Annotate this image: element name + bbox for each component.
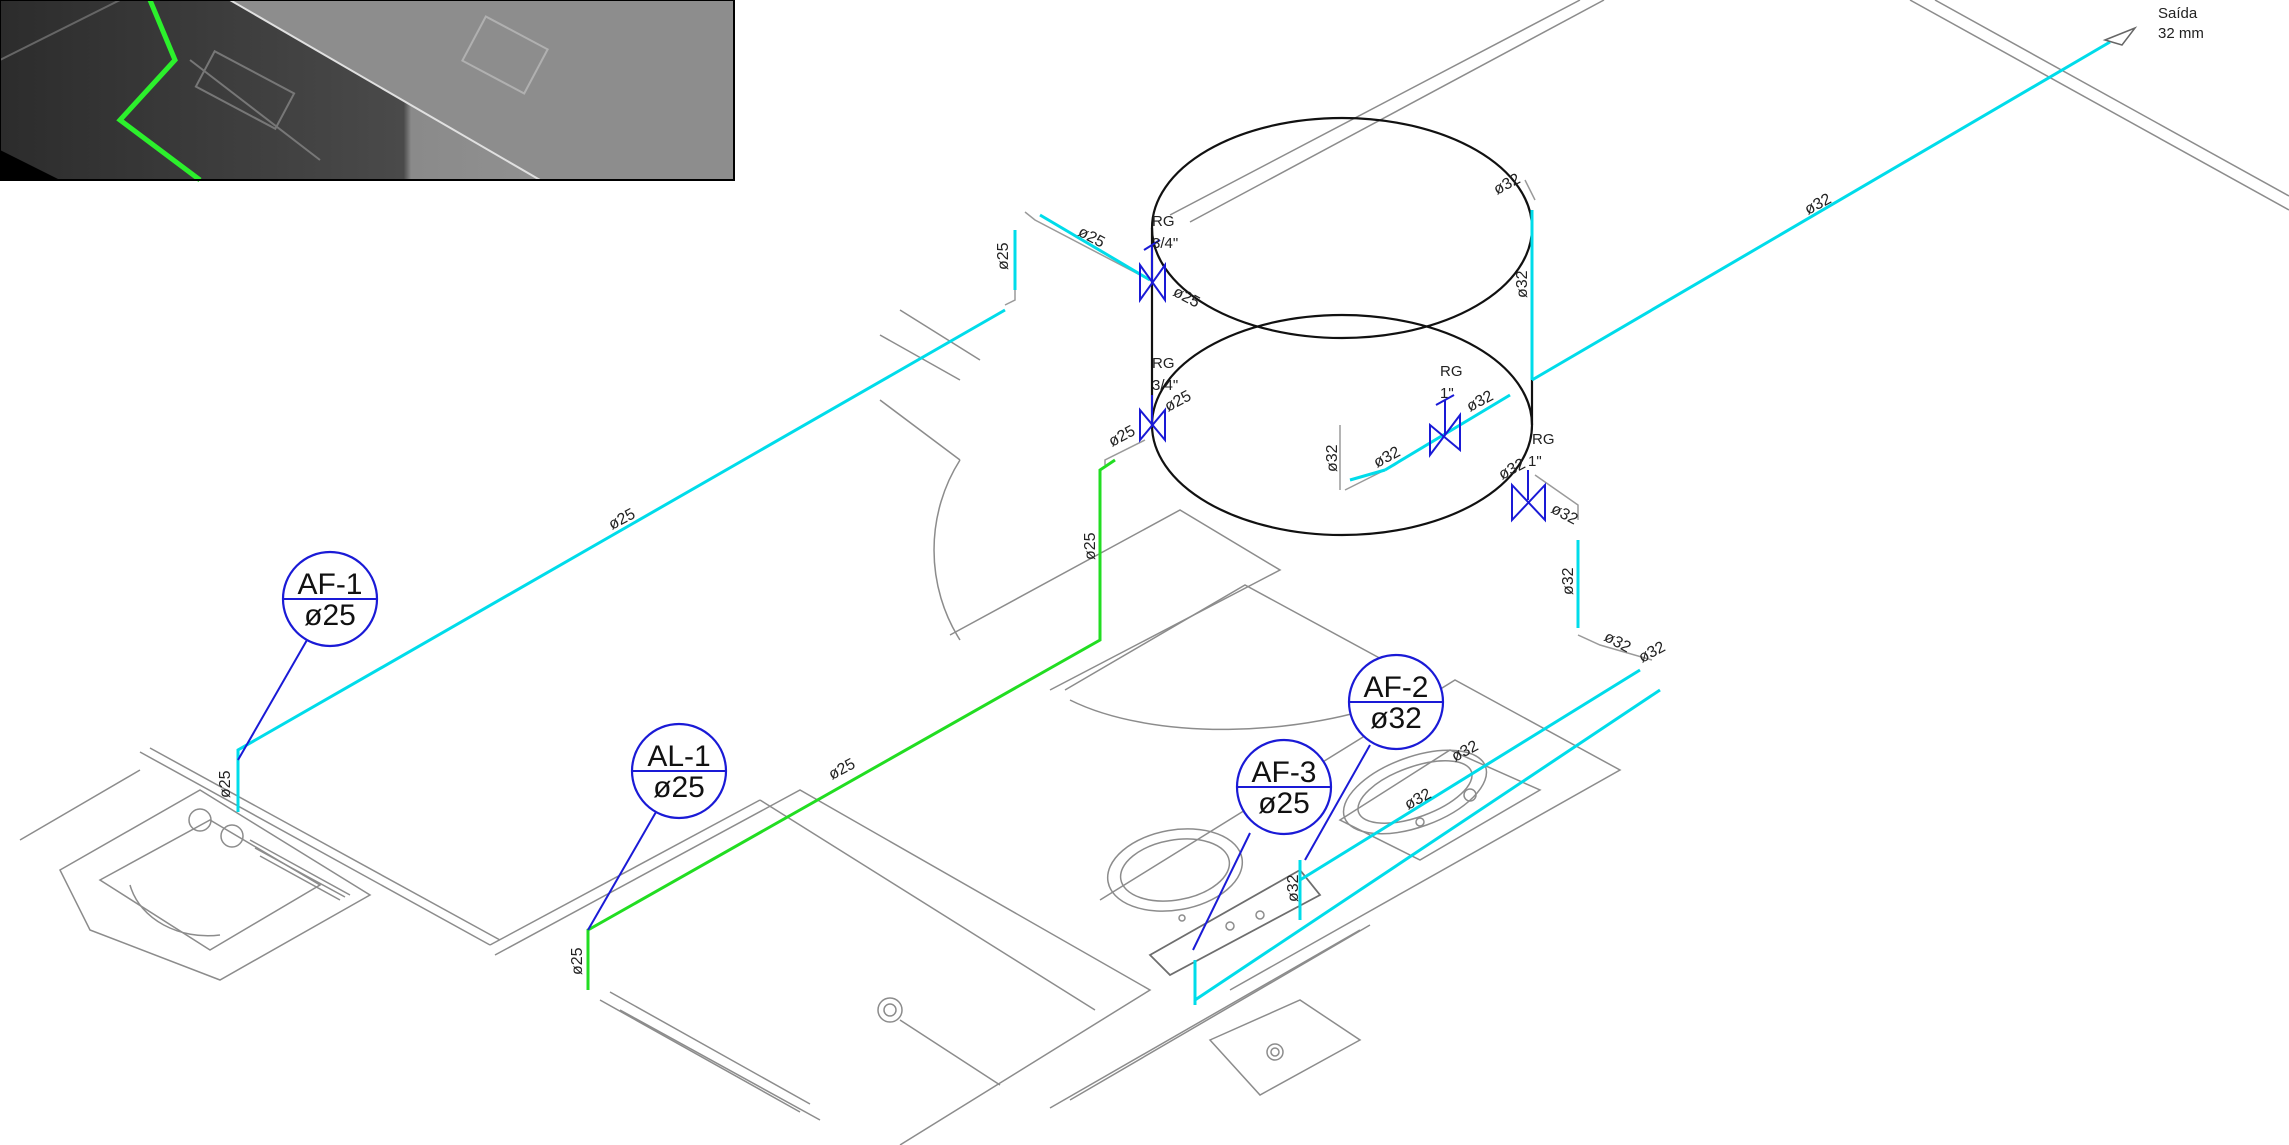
tag-af-3: AF-3 ø25 — [1235, 738, 1333, 836]
pipe-label: ø25 — [1082, 532, 1099, 560]
pipe-label: ø32 — [1636, 639, 1668, 667]
tag-af-3-id: AF-3 — [1251, 756, 1316, 789]
valve-3: RG 1" — [1429, 363, 1463, 458]
pipe-label: ø25 — [217, 770, 234, 798]
pipe-label: ø32 — [1548, 501, 1580, 529]
outlet-title: Saída — [2158, 5, 2198, 22]
pipe-label: ø25 — [995, 242, 1012, 270]
inset-3d-preview — [0, 0, 735, 182]
tag-al-1: AL-1 ø25 — [630, 722, 728, 820]
outlet-size: 32 mm — [2158, 25, 2204, 42]
valve-1-size: 3/4" — [1152, 235, 1178, 252]
pipe-label: ø32 — [1560, 567, 1577, 595]
valve-1-type: RG — [1152, 213, 1175, 230]
green-pipe — [586, 458, 1116, 990]
valve-1: RG 3/4" — [1139, 213, 1178, 304]
pipe-label: ø32 — [1402, 786, 1434, 814]
pipe-label: ø25 — [1170, 284, 1202, 312]
water-tank — [1150, 116, 1534, 537]
pipe-label: ø32 — [1491, 171, 1523, 199]
tag-af-2: AF-2 ø32 — [1347, 653, 1445, 751]
pipe-stubs — [1004, 179, 1653, 661]
pipe-diameter-labels: ø25 ø25 ø25 ø25 ø25 ø25 ø25 ø25 ø25 ø25 … — [217, 171, 1834, 975]
pipe-label: ø25 — [569, 947, 586, 975]
tag-af-3-dia: ø25 — [1258, 787, 1310, 820]
valve-3-size: 1" — [1440, 385, 1454, 402]
valve-4-type: RG — [1532, 431, 1555, 448]
pipe-label: ø32 — [1601, 629, 1633, 657]
outlet-arrow: Saída 32 mm — [2102, 5, 2204, 46]
valve-4-size: 1" — [1528, 453, 1542, 470]
tag-af-2-id: AF-2 — [1363, 671, 1428, 704]
valve-2-type: RG — [1152, 355, 1175, 372]
valve-4: RG 1" — [1511, 431, 1555, 523]
valve-3-type: RG — [1440, 363, 1463, 380]
pipe-label: ø32 — [1285, 874, 1302, 902]
tag-af-1-dia: ø25 — [304, 599, 356, 632]
tag-al-1-id: AL-1 — [647, 740, 710, 773]
tag-af-1: AF-1 ø25 — [281, 550, 379, 648]
valve-2: RG 3/4" — [1139, 355, 1178, 443]
pipe-label: ø32 — [1514, 270, 1531, 298]
pipe-label: ø25 — [1075, 224, 1107, 252]
tag-leaders — [237, 639, 1371, 951]
valve-2-size: 3/4" — [1152, 377, 1178, 394]
tag-af-1-id: AF-1 — [297, 568, 362, 601]
pipe-label: ø32 — [1324, 444, 1341, 472]
tag-al-1-dia: ø25 — [653, 771, 705, 804]
cold-water-pipes — [236, 40, 2111, 1005]
tag-af-2-dia: ø32 — [1370, 702, 1422, 735]
